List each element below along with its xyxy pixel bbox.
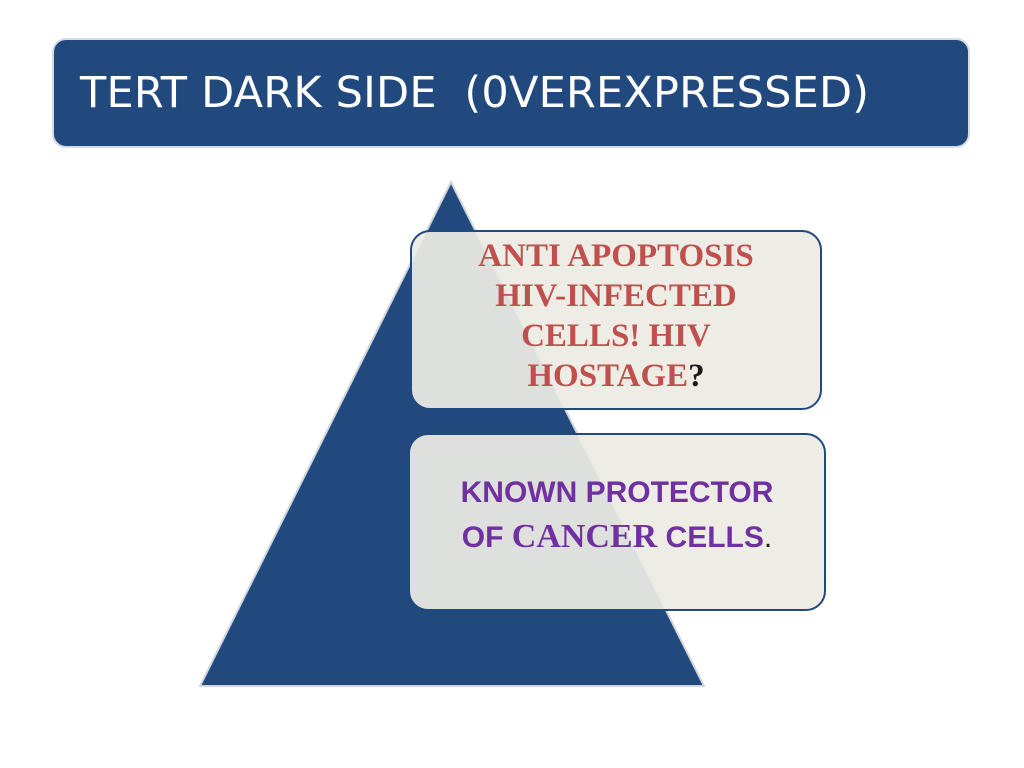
anti-apoptosis-text: ANTI APOPTOSIS HIV-INFECTED CELLS! HIV H… [478,236,753,396]
title-bar: TERT DARK SIDE (0VEREXPRESSED) [52,38,970,148]
box1-line-last: HOSTAGE? [478,356,753,396]
anti-apoptosis-box: ANTI APOPTOSIS HIV-INFECTED CELLS! HIV H… [410,230,822,410]
box1-line: ANTI APOPTOSIS [478,238,754,274]
question-mark: ? [688,358,705,394]
box2-line1: KNOWN PROTECTOR [460,475,774,509]
slide-title: TERT DARK SIDE (0VEREXPRESSED) [80,68,870,118]
cancer-protector-box: KNOWN PROTECTOR OF CANCER CELLS. [408,433,826,611]
box1-line: CELLS! HIV [521,318,711,354]
box2-line2: OF CANCER CELLS. [461,515,774,560]
box2-cancer: CANCER [511,517,658,555]
box2-cells: CELLS [657,520,764,554]
box2-prefix: OF [461,520,512,554]
box1-line: HOSTAGE [527,358,689,394]
period: . [763,520,773,554]
cancer-protector-text: KNOWN PROTECTOR OF CANCER CELLS. [461,471,774,560]
box1-line: HIV-INFECTED [495,278,737,314]
